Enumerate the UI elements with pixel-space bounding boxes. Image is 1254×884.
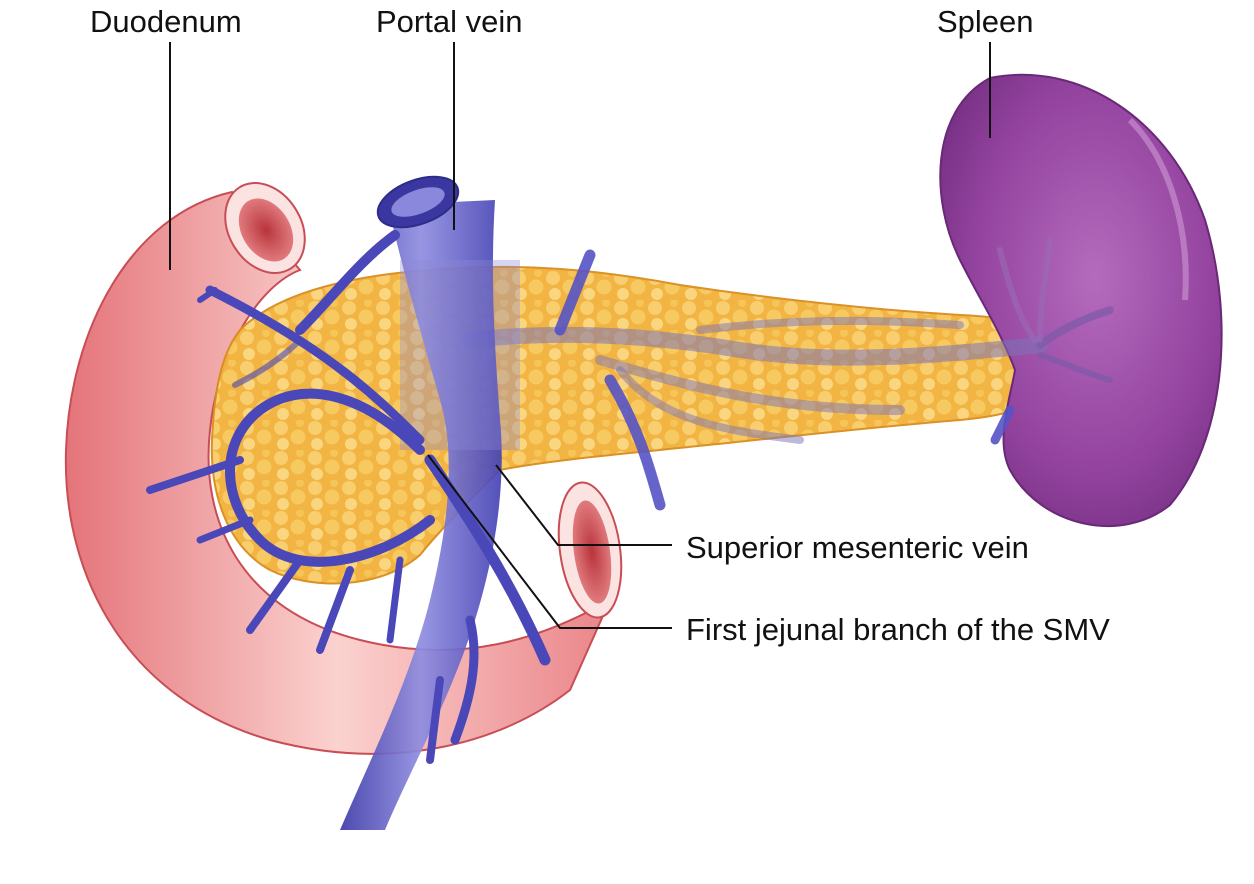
leader-jejunal bbox=[427, 454, 672, 629]
label-spleen: Spleen bbox=[937, 4, 1034, 39]
spleen bbox=[939, 73, 1223, 527]
splenic-vein bbox=[462, 237, 1114, 511]
venous-branches bbox=[146, 230, 551, 764]
portal-venous-system bbox=[340, 175, 520, 830]
portal-vein-trunk bbox=[340, 200, 502, 830]
label-portal-vein: Portal vein bbox=[376, 4, 523, 39]
duodenum bbox=[64, 182, 623, 755]
label-duodenum: Duodenum bbox=[90, 4, 242, 39]
leader-lines bbox=[169, 42, 991, 629]
label-superior-mesenteric-vein: Superior mesenteric vein bbox=[686, 530, 1029, 565]
label-first-jejunal-branch: First jejunal branch of the SMV bbox=[686, 612, 1110, 647]
leader-smv bbox=[495, 464, 672, 546]
